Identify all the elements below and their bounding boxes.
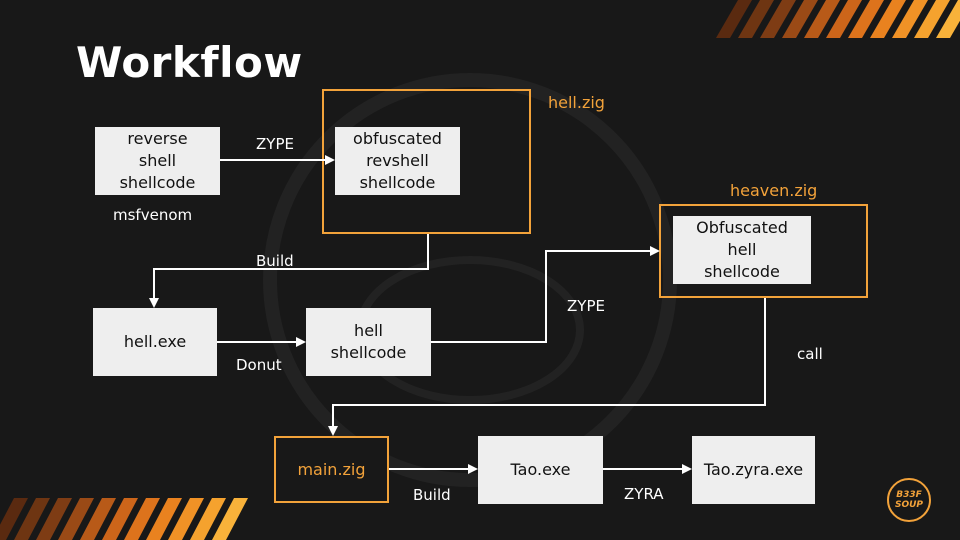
b33f-soup-logo: B33F SOUP — [887, 478, 931, 522]
arrow-zype-2 — [431, 246, 660, 343]
msfvenom-label: msfvenom — [113, 206, 193, 224]
arrow-build-1 — [149, 234, 429, 308]
hell-shellcode-box: hell shellcode — [306, 308, 431, 376]
obfuscated-hell-shellcode-box: Obfuscated hell shellcode — [673, 216, 811, 284]
build-label-1: Build — [256, 252, 294, 270]
hell-exe-box: hell.exe — [93, 308, 217, 376]
tao-zyra-exe-box: Tao.zyra.exe — [692, 436, 815, 504]
donut-label: Donut — [236, 356, 282, 374]
zyra-label: ZYRA — [624, 485, 664, 503]
logo-line-1: B33F — [896, 490, 922, 500]
stripes-bottom-left — [0, 498, 248, 540]
hell-zig-frame — [322, 89, 531, 234]
arrow-call — [328, 298, 766, 436]
zype-label-1: ZYPE — [256, 135, 294, 153]
obfuscated-revshell-box: obfuscated revshell shellcode — [335, 127, 460, 195]
heaven-zig-label: heaven.zig — [730, 181, 818, 200]
heaven-zig-frame — [659, 204, 868, 298]
main-zig-box: main.zig — [276, 438, 387, 501]
tao-exe-box: Tao.exe — [478, 436, 603, 504]
logo-line-2: SOUP — [894, 500, 924, 510]
watermark-circle — [263, 73, 677, 487]
zype-label-2: ZYPE — [567, 297, 605, 315]
main-zig-frame — [274, 436, 389, 503]
build-label-2: Build — [413, 486, 451, 504]
page-title: Workflow — [76, 38, 303, 87]
reverse-shell-shellcode-box: reverse shell shellcode — [95, 127, 220, 195]
stripes-top-right — [716, 0, 960, 38]
hell-zig-label: hell.zig — [548, 93, 605, 112]
call-label: call — [797, 345, 823, 363]
